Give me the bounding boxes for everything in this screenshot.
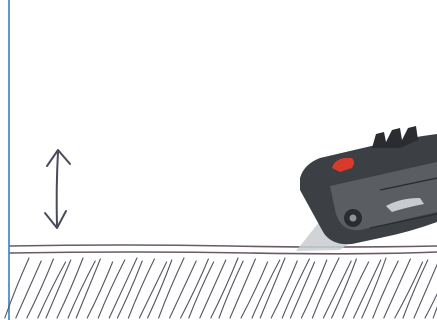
hatch-stroke <box>189 262 214 318</box>
hatch-stroke <box>219 261 243 318</box>
hatch-stroke <box>117 261 142 318</box>
hatch-stroke <box>109 258 137 318</box>
hatch-stroke <box>159 258 184 318</box>
hatch-stroke <box>87 262 112 318</box>
body-screw-center <box>350 215 357 222</box>
surface-line-bottom <box>10 252 437 254</box>
hatch-stroke <box>433 259 437 318</box>
arrow-shaft <box>57 152 58 226</box>
hatch-stroke <box>139 262 166 318</box>
hatch-stroke <box>323 261 351 318</box>
hatch-stroke <box>312 258 339 318</box>
hatch-stroke <box>57 258 83 318</box>
hatch-stroke <box>332 259 357 318</box>
hatch-stroke <box>76 259 100 318</box>
hatch-stroke <box>98 260 125 318</box>
surface-line-top <box>10 245 437 247</box>
hatch-stroke <box>148 260 172 318</box>
utility-knife-icon <box>296 126 437 251</box>
hatch-stroke <box>301 260 326 318</box>
hatch-stroke <box>414 258 437 318</box>
hatch-stroke <box>16 261 41 318</box>
hatch-stroke <box>260 258 285 318</box>
ground-hatching <box>5 258 437 318</box>
arrow-head-bottom <box>45 211 66 228</box>
hatch-stroke <box>395 262 423 318</box>
surface <box>10 245 437 254</box>
double-headed-vertical-arrow-icon <box>45 150 70 228</box>
hatch-stroke <box>403 260 428 318</box>
